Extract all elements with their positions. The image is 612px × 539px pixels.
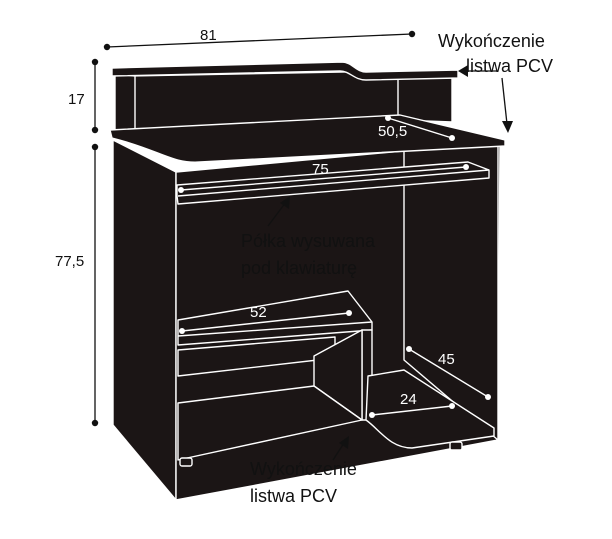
- bottom-finish-arrow-shaft: [332, 442, 345, 461]
- top-finish-label-line2: listwa PCV: [466, 56, 553, 76]
- hutch-left-side: [114, 73, 136, 134]
- side-depth-value: 45: [438, 351, 455, 368]
- height-hutch-value: 17: [68, 91, 85, 108]
- interior-dimension-lines: [178, 115, 491, 418]
- keyboard-shelf-label-line2: pod klawiaturę: [241, 258, 357, 278]
- desk-top: [109, 114, 506, 163]
- top-finish-label-line1: Wykończenie: [438, 31, 545, 51]
- keyboard-shelf-arrow-head: [280, 196, 290, 209]
- top-finish-arrow-down-shaft: [501, 77, 508, 125]
- foot-right: [449, 441, 463, 451]
- left-side-panel: [112, 139, 177, 501]
- hutch-top-board: [111, 61, 459, 81]
- keyboard-width-value: 75: [312, 161, 329, 178]
- bottom-shelf-depth-line: [371, 405, 453, 416]
- keyboard-width-dot-left: [178, 187, 184, 193]
- lower-shelf-board: [177, 290, 373, 346]
- lower-shelf-edge: [177, 321, 373, 337]
- bottom-finish-arrow-head: [339, 436, 349, 449]
- desk-height-dot-bottom: [91, 419, 99, 427]
- keyboard-shelf-edge: [177, 169, 490, 197]
- lower-shelf-width-line: [181, 312, 350, 332]
- hutch-depth-dot-bottom: [449, 135, 455, 141]
- top-finish-arrow-left-head: [458, 65, 468, 77]
- exterior-dimension-lines: [91, 30, 416, 427]
- lower-shelf-width-dot-right: [346, 310, 352, 316]
- bottom-floor-shelf: [177, 385, 363, 461]
- side-depth-line: [408, 348, 489, 398]
- lower-shelf-width-value: 52: [250, 304, 267, 321]
- keyboard-shelf-arrow-shaft: [267, 201, 287, 227]
- dimension-values: 81 17 77,5 50,5 75 52 45 24: [55, 27, 455, 408]
- height-desk-value: 77,5: [55, 253, 84, 270]
- desk-illustration: [109, 61, 506, 501]
- hutch-height-dot-bottom: [91, 126, 99, 134]
- top-width-dot-right: [408, 30, 416, 38]
- keyboard-shelf-label-line1: Półka wysuwana: [241, 231, 376, 251]
- foot-left: [179, 457, 193, 467]
- top-width-dot-left: [103, 43, 111, 51]
- keyboard-width-line: [180, 166, 467, 191]
- bottom-shelf-depth-dot-right: [449, 403, 455, 409]
- lower-shelf-width-dot-left: [179, 328, 185, 334]
- side-depth-dot-top: [406, 346, 412, 352]
- width-top-value: 81: [200, 27, 217, 44]
- hutch-depth-value: 50,5: [378, 123, 407, 140]
- bottom-shelf-depth-value: 24: [400, 391, 417, 408]
- bottom-finish-label-line2: listwa PCV: [250, 486, 337, 506]
- desk-height-dot-top: [91, 143, 99, 151]
- annotation-arrows: [267, 65, 513, 461]
- bottom-shelf-depth-dot-left: [369, 412, 375, 418]
- top-finish-arrow-down-head: [502, 121, 513, 133]
- side-depth-dot-bottom: [485, 394, 491, 400]
- top-width-line: [106, 33, 413, 48]
- keyboard-width-dot-right: [463, 164, 469, 170]
- bottom-finish-label-line1: Wykończenie: [250, 459, 357, 479]
- hutch-height-dot-top: [91, 58, 99, 66]
- descriptive-labels: Wykończenie listwa PCV Półka wysuwana po…: [241, 31, 553, 506]
- hutch-depth-line: [387, 117, 453, 139]
- hutch-depth-dot-top: [385, 115, 391, 121]
